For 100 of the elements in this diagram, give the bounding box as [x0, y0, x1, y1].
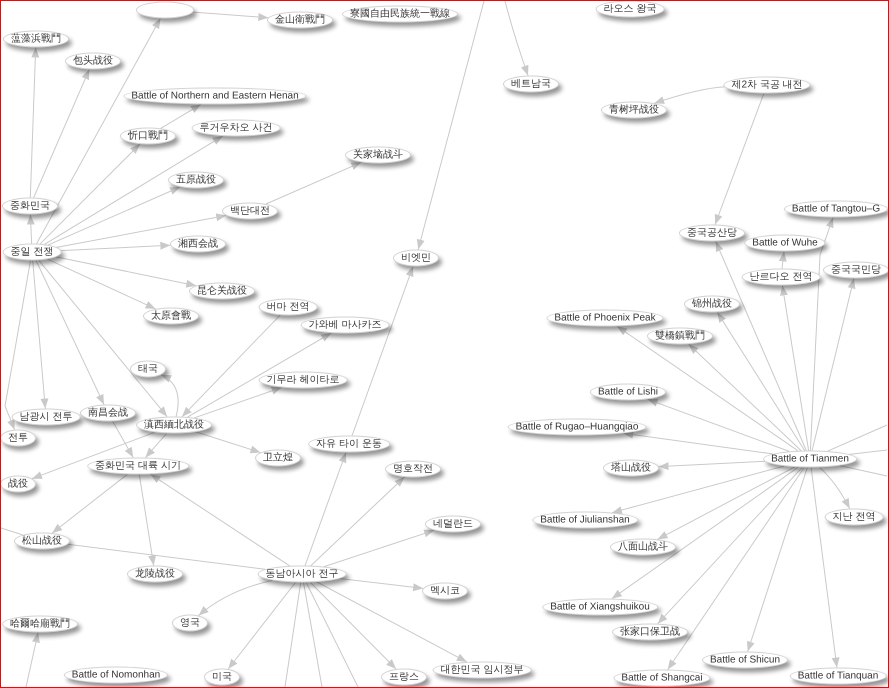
- ellipse-node: [204, 668, 240, 686]
- arrow: [715, 240, 807, 451]
- arrow: [611, 466, 799, 600]
- node-label: Battle of Tangtou–G: [792, 204, 880, 214]
- ellipse-node: [744, 234, 826, 252]
- ellipse-node: [192, 120, 280, 136]
- arrow: [714, 93, 764, 225]
- ellipse-node: [702, 652, 788, 668]
- ellipse-node: [345, 146, 411, 164]
- arrow: [36, 18, 161, 244]
- arrow: [339, 578, 424, 592]
- connector-line: [306, 582, 358, 688]
- arrow: [56, 213, 227, 248]
- ellipse-node: [596, 0, 664, 18]
- ellipse-node: [590, 384, 666, 400]
- arrow: [182, 314, 281, 418]
- arrow: [647, 398, 790, 452]
- node-label: 라오스 왕국: [604, 4, 656, 14]
- node-label: 중국국민당: [831, 264, 881, 276]
- node-label: 雙橋鎮戰鬥: [655, 330, 705, 342]
- arrow: [112, 420, 134, 458]
- ellipse-node: [824, 508, 884, 526]
- arrow: [657, 466, 796, 540]
- arrow: [654, 86, 725, 104]
- arrow: [187, 332, 332, 418]
- node-label: 프랑스: [389, 672, 419, 682]
- ellipse-node: [258, 372, 348, 388]
- node-label: 青树坪战役: [609, 104, 659, 116]
- ellipse-node: [823, 262, 889, 278]
- arrow: [304, 452, 346, 566]
- node-label: 미국: [212, 672, 232, 682]
- ellipse-node: [65, 52, 121, 70]
- arrow: [138, 474, 156, 566]
- node-label: 비엣민: [401, 252, 431, 264]
- node-label: 전투: [8, 432, 28, 444]
- arrow: [810, 217, 834, 451]
- connector-line: [827, 424, 888, 452]
- node-label: 영국: [180, 618, 200, 628]
- node-label: 包头战役: [73, 56, 113, 66]
- node-label: 龙陵战役: [135, 568, 175, 580]
- ellipse-node: [790, 668, 886, 684]
- arrow: [716, 312, 806, 452]
- node-label: 张家口保卫战: [620, 626, 680, 638]
- arrow: [324, 530, 435, 568]
- arrow: [44, 136, 224, 245]
- ellipse-node: [130, 360, 166, 378]
- arrow: [812, 278, 856, 451]
- ellipse-node: [64, 666, 168, 684]
- node-label: 버마 전역: [266, 302, 310, 312]
- arrow: [810, 467, 840, 668]
- connector-line: [67, 544, 266, 570]
- ellipse-node: [300, 316, 390, 334]
- ellipse-node: [393, 250, 439, 266]
- ellipse-node: [503, 76, 559, 92]
- node-label: 昆仑关战役: [197, 286, 247, 296]
- arrow: [192, 12, 269, 21]
- node-label: 가와베 마사카즈: [308, 320, 382, 330]
- ellipse-node: [0, 430, 36, 446]
- arrow: [36, 260, 104, 406]
- node-label: Battle of Northern and Eastern Henan: [131, 90, 299, 102]
- node-label: Battle of Phoenix Peak: [554, 312, 656, 324]
- node-label: 중화민국 대륙 시기: [95, 460, 181, 472]
- node-label: 蕰藻浜戰鬥: [11, 34, 61, 44]
- ellipse-node: [532, 512, 638, 528]
- ellipse-node: [2, 244, 62, 260]
- ellipse-node: [267, 12, 333, 28]
- node-label: 塔山战役: [611, 462, 651, 474]
- node-label: Battle of Jiulianshan: [540, 514, 630, 526]
- node-label: 백단대전: [230, 206, 270, 216]
- arrow: [688, 344, 802, 452]
- arrow: [266, 162, 362, 204]
- arrow: [26, 632, 40, 688]
- node-label: 베트남국: [511, 78, 551, 90]
- arrow: [194, 387, 282, 418]
- node-label: Battle of Shangcai: [621, 672, 703, 684]
- ellipse-node: [12, 408, 80, 426]
- node-label: 忻口戰鬥: [128, 130, 168, 142]
- node-label: 제2차 국공 내전: [731, 80, 803, 90]
- node-label: 자유 타이 운동: [316, 438, 382, 450]
- arrow: [144, 432, 168, 458]
- arrow: [667, 466, 805, 670]
- ellipse-node: [258, 298, 318, 316]
- connector-line: [303, 582, 322, 688]
- ellipse-node: [123, 88, 307, 104]
- node-label: 멕시코: [430, 586, 460, 596]
- arrow: [160, 104, 202, 129]
- node-label: 네덜란드: [433, 518, 473, 530]
- arrow: [40, 144, 140, 244]
- ellipse-node: [422, 582, 468, 600]
- arrow: [616, 326, 798, 452]
- arrow: [818, 466, 850, 510]
- node-label: 중국공산당: [687, 228, 737, 238]
- ellipse-node: [610, 538, 676, 556]
- arrow: [658, 460, 766, 470]
- ellipse-node: [308, 436, 390, 452]
- node-label: 五原战役: [176, 174, 216, 186]
- connector-line: [848, 450, 888, 455]
- ellipse-node: [381, 668, 427, 686]
- arrow: [198, 580, 274, 616]
- ellipse-node: [2, 198, 58, 214]
